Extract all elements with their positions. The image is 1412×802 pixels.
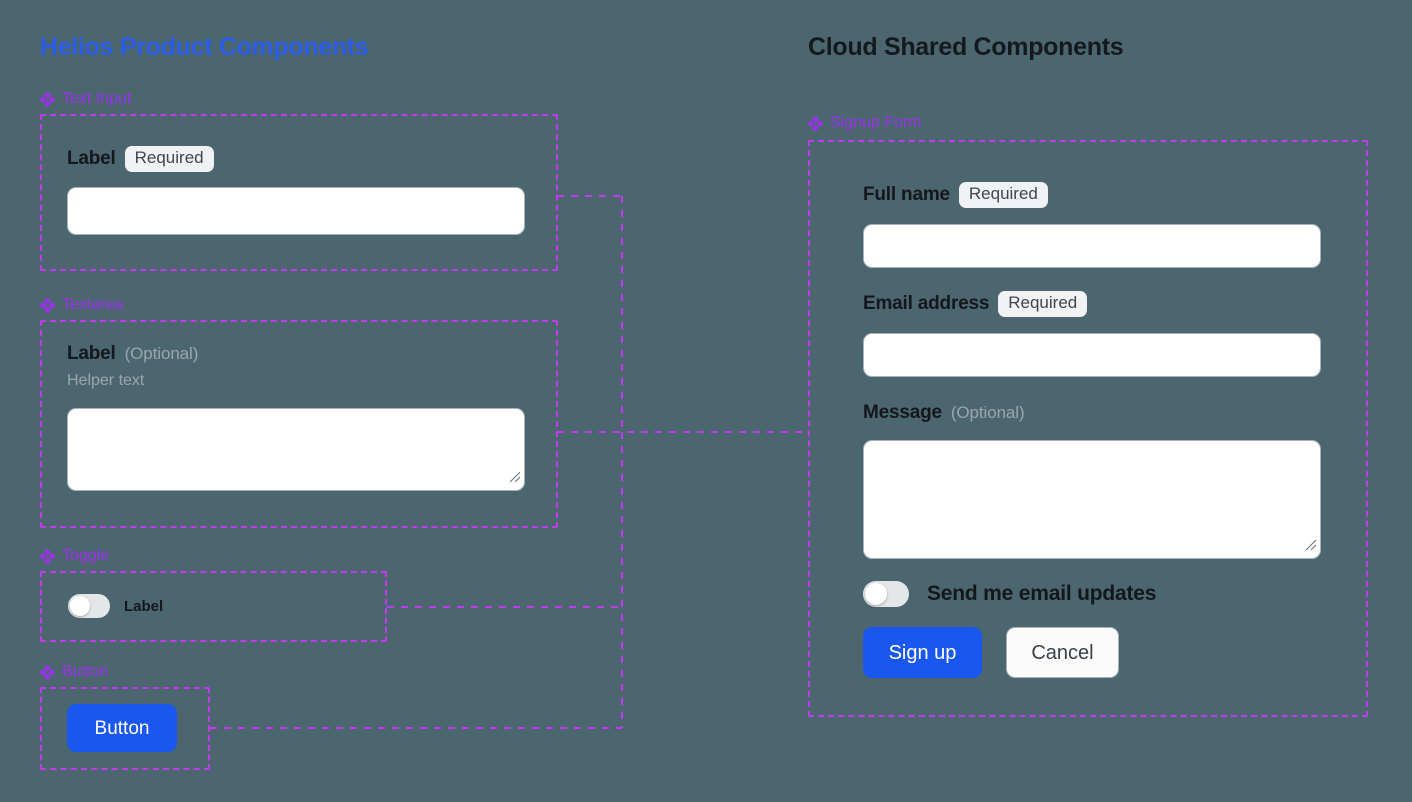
section-label-text-input: Text Input bbox=[39, 90, 132, 108]
field-label-row: Label (Optional) bbox=[67, 343, 525, 365]
component-box-text-input bbox=[40, 114, 558, 271]
diamond-components-icon bbox=[39, 91, 56, 107]
toggle-knob bbox=[70, 596, 90, 616]
section-label-button: Button bbox=[39, 663, 109, 681]
diamond-components-icon bbox=[39, 548, 56, 564]
demo-button[interactable]: Button bbox=[67, 704, 177, 752]
field-optional-note: (Optional) bbox=[950, 403, 1025, 422]
cancel-button[interactable]: Cancel bbox=[1006, 627, 1119, 678]
toggle-label: Label bbox=[124, 597, 164, 615]
section-label-text: Button bbox=[62, 663, 109, 680]
field-label-row: Label Required bbox=[67, 146, 525, 172]
component-box-button bbox=[40, 687, 210, 770]
toggle-row-email-updates: Send me email updates bbox=[863, 581, 1156, 607]
diamond-components-icon bbox=[39, 297, 56, 313]
text-input-field[interactable] bbox=[67, 186, 525, 235]
diamond-components-icon bbox=[39, 664, 56, 680]
field-full-name: Full name Required bbox=[863, 182, 1321, 268]
sign-up-button[interactable]: Sign up bbox=[863, 627, 982, 678]
field-label-row: Email address Required bbox=[863, 291, 1321, 317]
field-message: Message (Optional) bbox=[863, 402, 1321, 559]
field-label: Label bbox=[67, 343, 116, 364]
component-box-signup-form bbox=[808, 140, 1368, 717]
component-box-toggle bbox=[40, 571, 387, 642]
section-label-signup-form: Signup Form bbox=[807, 114, 922, 132]
toggle-row-label: Label bbox=[68, 594, 163, 618]
field-label: Email address bbox=[863, 292, 990, 314]
toggle-switch[interactable] bbox=[68, 594, 110, 618]
section-label-toggle: Toggle bbox=[39, 547, 110, 565]
status-badge-required: Required bbox=[124, 146, 214, 172]
section-label-textarea: Textarea bbox=[39, 296, 124, 314]
field-label: Label bbox=[67, 147, 116, 169]
email-updates-toggle[interactable] bbox=[863, 581, 909, 607]
status-badge-required: Required bbox=[998, 291, 1088, 317]
textarea-field[interactable] bbox=[67, 408, 525, 491]
section-label-text: Text Input bbox=[62, 90, 132, 107]
field-label: Full name bbox=[863, 183, 950, 205]
field-label: Message bbox=[863, 402, 942, 423]
field-label-row: Message (Optional) bbox=[863, 402, 1321, 424]
section-label-text: Toggle bbox=[62, 547, 110, 564]
field-label-row: Full name Required bbox=[863, 182, 1321, 208]
section-label-text: Signup Form bbox=[830, 114, 922, 131]
full-name-input[interactable] bbox=[863, 223, 1321, 268]
section-label-text: Textarea bbox=[62, 296, 124, 313]
page-title-cloud: Cloud Shared Components bbox=[808, 33, 1124, 61]
status-badge-required: Required bbox=[958, 182, 1048, 208]
field-email-address: Email address Required bbox=[863, 291, 1321, 377]
email-address-input[interactable] bbox=[863, 332, 1321, 377]
component-box-textarea bbox=[40, 320, 558, 528]
field-textarea: Label (Optional) Helper text bbox=[67, 343, 525, 491]
field-optional-note: (Optional) bbox=[124, 344, 199, 363]
field-helper-text: Helper text bbox=[67, 372, 145, 389]
message-textarea[interactable] bbox=[863, 440, 1321, 559]
toggle-knob bbox=[865, 583, 887, 605]
email-updates-label: Send me email updates bbox=[927, 582, 1157, 605]
page-title-helios: Helios Product Components bbox=[40, 33, 369, 61]
diamond-components-icon bbox=[807, 115, 824, 131]
field-text-input: Label Required bbox=[67, 146, 525, 235]
